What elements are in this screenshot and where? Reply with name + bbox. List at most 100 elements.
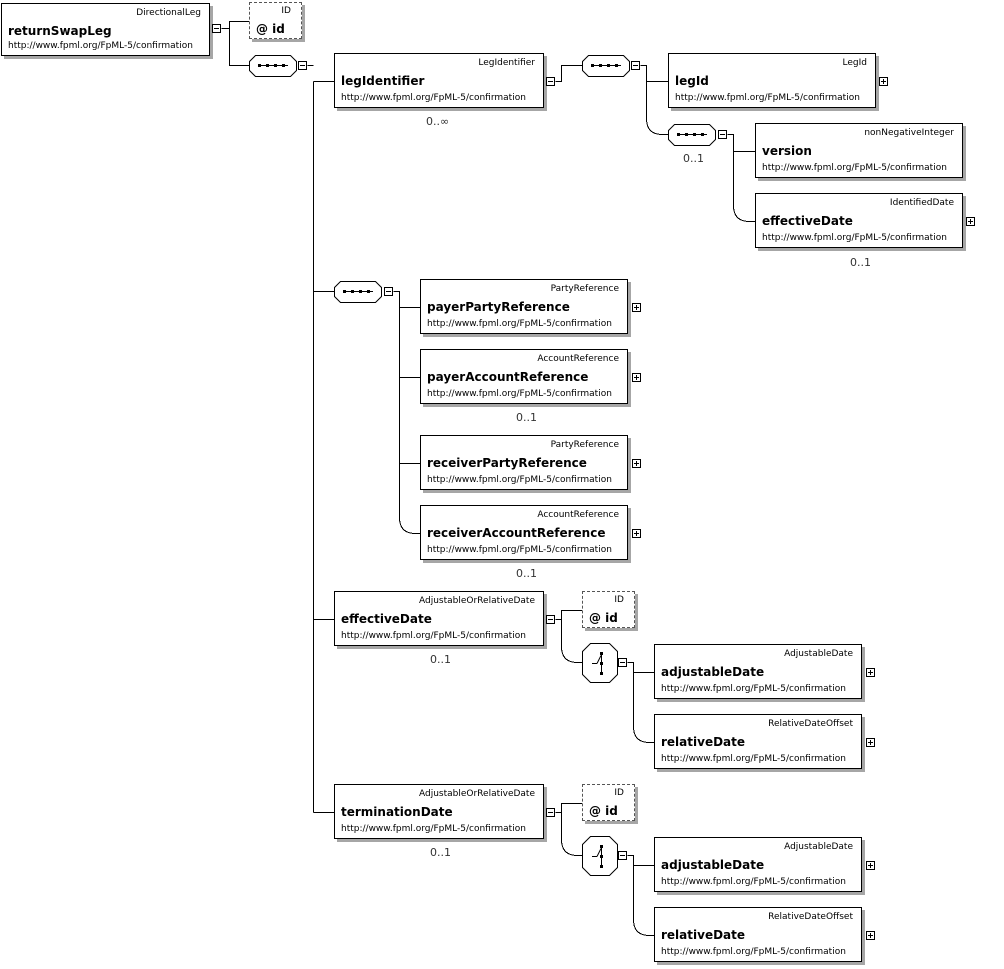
sequence-compositor-icon[interactable] <box>334 281 382 303</box>
element-namespace: http://www.fpml.org/FpML-5/confirmation <box>341 824 526 834</box>
element-namespace: http://www.fpml.org/FpML-5/confirmation <box>8 41 193 51</box>
element-adjustableDate[interactable]: AdjustableDate adjustableDate http://www… <box>654 644 862 699</box>
attribute-id[interactable]: ID @ id <box>249 2 302 39</box>
element-namespace: http://www.fpml.org/FpML-5/confirmation <box>427 319 612 329</box>
collapse-icon[interactable] <box>384 287 393 296</box>
expand-icon[interactable] <box>632 459 641 468</box>
element-name: returnSwapLeg <box>8 24 112 38</box>
element-effectiveDate[interactable]: AdjustableOrRelativeDate effectiveDate h… <box>334 591 544 646</box>
element-name: legIdentifier <box>341 74 425 88</box>
expand-icon[interactable] <box>632 373 641 382</box>
element-type: LegId <box>842 58 867 68</box>
element-type: AccountReference <box>537 510 619 520</box>
expand-icon[interactable] <box>879 77 888 86</box>
sequence-compositor-icon[interactable] <box>668 124 716 146</box>
expand-icon[interactable] <box>966 217 975 226</box>
expand-icon[interactable] <box>632 529 641 538</box>
element-name: adjustableDate <box>661 665 765 679</box>
element-version[interactable]: nonNegativeInteger version http://www.fp… <box>755 123 963 178</box>
element-type: AdjustableOrRelativeDate <box>419 596 535 606</box>
element-name: terminationDate <box>341 805 453 819</box>
element-name: legId <box>675 74 709 88</box>
element-name: receiverPartyReference <box>427 456 587 470</box>
element-receiverAccountReference[interactable]: AccountReference receiverAccountReferenc… <box>420 505 628 560</box>
element-name: effectiveDate <box>762 214 853 228</box>
choice-compositor-icon[interactable] <box>582 836 618 876</box>
cardinality-label: 0..1 <box>850 256 871 269</box>
attribute-id[interactable]: ID @ id <box>582 784 635 821</box>
collapse-icon[interactable] <box>631 61 640 70</box>
element-type: AdjustableDate <box>784 842 853 852</box>
collapse-icon[interactable] <box>618 658 627 667</box>
choice-compositor-icon[interactable] <box>582 643 618 683</box>
element-relativeDate[interactable]: RelativeDateOffset relativeDate http://w… <box>654 907 862 962</box>
collapse-icon[interactable] <box>546 615 555 624</box>
element-receiverPartyReference[interactable]: PartyReference receiverPartyReference ht… <box>420 435 628 490</box>
sequence-compositor-icon[interactable] <box>582 55 630 77</box>
element-name: effectiveDate <box>341 612 432 626</box>
element-effectiveDate-identified[interactable]: IdentifiedDate effectiveDate http://www.… <box>755 193 963 248</box>
element-namespace: http://www.fpml.org/FpML-5/confirmation <box>427 389 612 399</box>
cardinality-label: 0..∞ <box>426 115 450 128</box>
element-type: nonNegativeInteger <box>864 128 954 138</box>
element-type: RelativeDateOffset <box>768 719 853 729</box>
attribute-type: ID <box>281 6 291 16</box>
element-namespace: http://www.fpml.org/FpML-5/confirmation <box>762 163 947 173</box>
element-type: PartyReference <box>550 440 619 450</box>
attribute-name: @ id <box>256 22 285 36</box>
root-element-returnSwapLeg[interactable]: DirectionalLeg returnSwapLeg http://www.… <box>1 3 210 56</box>
collapse-icon[interactable] <box>212 24 221 33</box>
element-namespace: http://www.fpml.org/FpML-5/confirmation <box>661 684 846 694</box>
element-type: AdjustableDate <box>784 649 853 659</box>
collapse-icon[interactable] <box>546 808 555 817</box>
collapse-icon[interactable] <box>618 851 627 860</box>
element-name: adjustableDate <box>661 858 765 872</box>
expand-icon[interactable] <box>866 738 875 747</box>
sequence-compositor-icon[interactable] <box>249 55 297 77</box>
element-type: AccountReference <box>537 354 619 364</box>
attribute-type: ID <box>614 595 624 605</box>
element-legId[interactable]: LegId legId http://www.fpml.org/FpML-5/c… <box>668 53 876 108</box>
cardinality-label: 0..1 <box>516 567 537 580</box>
element-name: payerPartyReference <box>427 300 570 314</box>
element-namespace: http://www.fpml.org/FpML-5/confirmation <box>427 475 612 485</box>
attribute-id[interactable]: ID @ id <box>582 591 635 628</box>
attribute-type: ID <box>614 788 624 798</box>
cardinality-label: 0..1 <box>430 846 451 859</box>
element-name: payerAccountReference <box>427 370 589 384</box>
element-type: IdentifiedDate <box>889 198 954 208</box>
collapse-icon[interactable] <box>298 61 307 70</box>
element-type: LegIdentifier <box>478 58 535 68</box>
expand-icon[interactable] <box>866 931 875 940</box>
element-relativeDate[interactable]: RelativeDateOffset relativeDate http://w… <box>654 714 862 769</box>
element-namespace: http://www.fpml.org/FpML-5/confirmation <box>341 631 526 641</box>
element-adjustableDate[interactable]: AdjustableDate adjustableDate http://www… <box>654 837 862 892</box>
element-name: relativeDate <box>661 735 746 749</box>
element-name: relativeDate <box>661 928 746 942</box>
element-type: DirectionalLeg <box>136 8 201 18</box>
element-name: version <box>762 144 812 158</box>
collapse-icon[interactable] <box>718 130 727 139</box>
element-namespace: http://www.fpml.org/FpML-5/confirmation <box>341 93 526 103</box>
element-namespace: http://www.fpml.org/FpML-5/confirmation <box>427 545 612 555</box>
cardinality-label: 0..1 <box>683 152 704 165</box>
attribute-name: @ id <box>589 611 618 625</box>
element-namespace: http://www.fpml.org/FpML-5/confirmation <box>661 947 846 957</box>
expand-icon[interactable] <box>866 668 875 677</box>
element-namespace: http://www.fpml.org/FpML-5/confirmation <box>675 93 860 103</box>
expand-icon[interactable] <box>632 303 641 312</box>
expand-icon[interactable] <box>866 861 875 870</box>
element-namespace: http://www.fpml.org/FpML-5/confirmation <box>661 877 846 887</box>
element-legIdentifier[interactable]: LegIdentifier legIdentifier http://www.f… <box>334 53 544 108</box>
element-terminationDate[interactable]: AdjustableOrRelativeDate terminationDate… <box>334 784 544 839</box>
collapse-icon[interactable] <box>546 77 555 86</box>
element-payerAccountReference[interactable]: AccountReference payerAccountReference h… <box>420 349 628 404</box>
element-payerPartyReference[interactable]: PartyReference payerPartyReference http:… <box>420 279 628 334</box>
cardinality-label: 0..1 <box>516 411 537 424</box>
element-namespace: http://www.fpml.org/FpML-5/confirmation <box>661 754 846 764</box>
element-type: RelativeDateOffset <box>768 912 853 922</box>
attribute-name: @ id <box>589 804 618 818</box>
element-type: AdjustableOrRelativeDate <box>419 789 535 799</box>
element-namespace: http://www.fpml.org/FpML-5/confirmation <box>762 233 947 243</box>
